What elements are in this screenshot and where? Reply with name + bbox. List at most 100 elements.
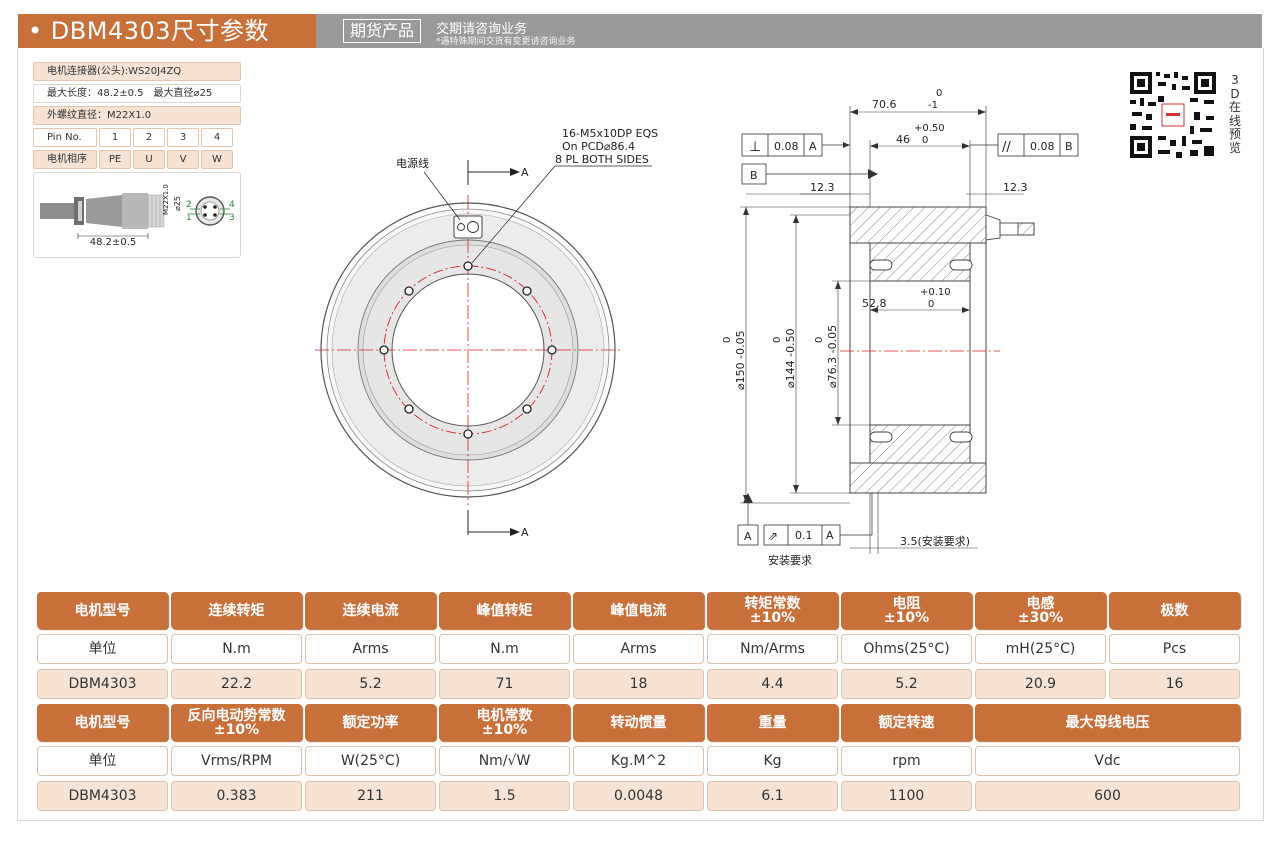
- table-header-cell: 反向电动势常数±10%: [171, 704, 302, 741]
- table-unit-cell: Vrms/RPM: [171, 746, 302, 776]
- dim-total-tol-dn: -1: [928, 100, 938, 111]
- connector-illustration: 48.2±0.5 M22X1.0 ⌀25 2 1 4 3: [40, 184, 235, 248]
- perpendicularity-symbol: ⊥: [749, 139, 761, 155]
- hole-note-1: 16-M5x10DP EQS: [562, 127, 658, 140]
- dim-dia-150: ⌀150 -0.05: [734, 330, 747, 390]
- section-view-drawing: 70.6 0 -1 46 +0.50 0 ⊥ 0.08 A B // 0.08 …: [700, 70, 1120, 570]
- section-a-label-top: A: [521, 166, 529, 179]
- dim-dia-144-tol: 0: [772, 337, 783, 343]
- table-unit-cell: Pcs: [1109, 634, 1240, 664]
- dim-total-length: 70.6: [872, 98, 897, 111]
- dim-bore-tol-dn: 0: [928, 299, 934, 310]
- table-value-cell: 20.9: [975, 669, 1106, 699]
- specs-table: 电机型号 连续转矩 连续电流 峰值转矩 峰值电流 转矩常数±10% 电阻±10%…: [37, 592, 1243, 816]
- table-header-cell: 最大母线电压: [975, 704, 1240, 741]
- product-tag: 期货产品: [343, 19, 422, 43]
- datum-a: A: [744, 530, 752, 543]
- table-header-cell: 额定功率: [305, 704, 436, 741]
- section-a-label-bottom: A: [521, 526, 529, 539]
- phase-label: 电机相序: [33, 150, 97, 169]
- table-value-cell: 211: [305, 781, 436, 811]
- connector-pin-label: 2: [186, 200, 192, 210]
- connector-pin-label: 4: [229, 200, 235, 210]
- dim-dia-76: ⌀76.3 -0.05: [826, 325, 839, 388]
- table-value-cell: 16: [1109, 669, 1240, 699]
- qr-code[interactable]: [1128, 70, 1218, 160]
- table-header-cell: 电机型号: [37, 592, 168, 629]
- table-unit-cell: W(25°C): [305, 746, 436, 776]
- table1-header-row: 电机型号 连续转矩 连续电流 峰值转矩 峰值电流 转矩常数±10% 电阻±10%…: [37, 592, 1243, 629]
- page-frame: [17, 48, 1264, 821]
- connector-thread-label: M22X1.0: [162, 184, 170, 215]
- hole-note-3: 8 PL BOTH SIDES: [555, 153, 649, 166]
- page-title: • DBM4303尺寸参数: [28, 17, 270, 45]
- table-header-cell: 峰值转矩: [439, 592, 570, 629]
- dim-dia-144: ⌀144 -0.50: [784, 328, 797, 388]
- table-unit-cell: Arms: [573, 634, 704, 664]
- pin-number: 1: [99, 128, 131, 147]
- dim-bore-tol-up: +0.10: [920, 287, 951, 298]
- table-header-cell: 电机常数±10%: [439, 704, 570, 741]
- install-requirement: 安装要求: [768, 553, 812, 567]
- pin-number-label: Pin No.: [33, 128, 97, 147]
- connector-model: 电机连接器(公头):WS20J4ZQ: [33, 62, 241, 81]
- connector-pin-label: 1: [186, 213, 192, 223]
- table-value-cell: 0.383: [171, 781, 302, 811]
- table-unit-cell: Vdc: [975, 746, 1240, 776]
- parallelism-ref: B: [1065, 140, 1073, 153]
- runout-ref: A: [826, 529, 834, 542]
- header-note: *遇特殊期间交货有变更请咨询业务: [436, 37, 576, 47]
- table-header-cell: 重量: [707, 704, 838, 741]
- table-header-cell: 峰值电流: [573, 592, 704, 629]
- 3d-preview-label: 3 D 在 线 预 览: [1228, 73, 1241, 155]
- table-header-cell: 极数: [1109, 592, 1240, 629]
- table-unit-cell: 单位: [37, 746, 168, 776]
- pin-number-row: Pin No. 1 2 3 4: [33, 128, 241, 147]
- table-header-cell: 额定转速: [841, 704, 972, 741]
- table-header-cell: 电感±30%: [975, 592, 1106, 629]
- table-value-cell: 1.5: [439, 781, 570, 811]
- connector-spec-box: 电机连接器(公头):WS20J4ZQ 最大长度：48.2±0.5 最大直径⌀25…: [33, 62, 241, 258]
- connector-thread: 外螺纹直径：M22X1.0: [33, 106, 241, 125]
- table-value-cell: 1100: [841, 781, 972, 811]
- dim-inner-length: 46: [896, 133, 910, 146]
- perpendicularity-ref: A: [809, 140, 817, 153]
- table1-unit-row: 单位 N.m Arms N.m Arms Nm/Arms Ohms(25°C) …: [37, 634, 1243, 664]
- table-unit-cell: N.m: [171, 634, 302, 664]
- table-header-cell: 电机型号: [37, 704, 168, 741]
- runout-value: 0.1: [795, 529, 813, 542]
- table-value-cell: 600: [975, 781, 1240, 811]
- connector-size: 最大长度：48.2±0.5 最大直径⌀25: [33, 84, 241, 103]
- datum-b: B: [750, 169, 758, 182]
- runout-symbol: ⇗: [768, 529, 778, 543]
- header-info-bar: [316, 14, 1262, 48]
- section-view-svg: 70.6 0 -1 46 +0.50 0 ⊥ 0.08 A B // 0.08 …: [722, 88, 1079, 567]
- dim-step-right: 12.3: [1003, 181, 1028, 194]
- table2-header-row: 电机型号 反向电动势常数±10% 额定功率 电机常数±10% 转动惯量 重量 额…: [37, 704, 1243, 741]
- cable-label: 电源线: [396, 156, 429, 170]
- table-value-cell: 0.0048: [573, 781, 704, 811]
- hole-note-2: On PCD⌀86.4: [562, 140, 635, 153]
- dim-bore-length: 52.8: [862, 297, 887, 310]
- connector-dia-label: ⌀25: [173, 196, 182, 211]
- table-unit-cell: Kg.M^2: [573, 746, 704, 776]
- table-unit-cell: mH(25°C): [975, 634, 1106, 664]
- table-value-cell: DBM4303: [37, 669, 168, 699]
- phase-row: 电机相序 PE U V W: [33, 150, 241, 169]
- table2-unit-row: 单位 Vrms/RPM W(25°C) Nm/√W Kg.M^2 Kg rpm …: [37, 746, 1243, 776]
- table-header-cell: 连续电流: [305, 592, 436, 629]
- table-value-cell: 22.2: [171, 669, 302, 699]
- phase-value: U: [133, 150, 165, 169]
- phase-value: W: [201, 150, 233, 169]
- table-header-cell: 连续转矩: [171, 592, 302, 629]
- table-unit-cell: N.m: [439, 634, 570, 664]
- connector-length-label: 48.2±0.5: [90, 237, 137, 248]
- front-view-svg: A A 电源线 16-M5x10DP EQS On PCD⌀86.4 8 PL …: [315, 127, 658, 539]
- pin-number: 3: [167, 128, 199, 147]
- table-value-cell: 71: [439, 669, 570, 699]
- table-header-cell: 转动惯量: [573, 704, 704, 741]
- table1-value-row: DBM4303 22.2 5.2 71 18 4.4 5.2 20.9 16: [37, 669, 1243, 699]
- phase-value: PE: [99, 150, 131, 169]
- header-title-bar: [18, 14, 316, 48]
- front-view-drawing: A A 电源线 16-M5x10DP EQS On PCD⌀86.4 8 PL …: [300, 110, 658, 560]
